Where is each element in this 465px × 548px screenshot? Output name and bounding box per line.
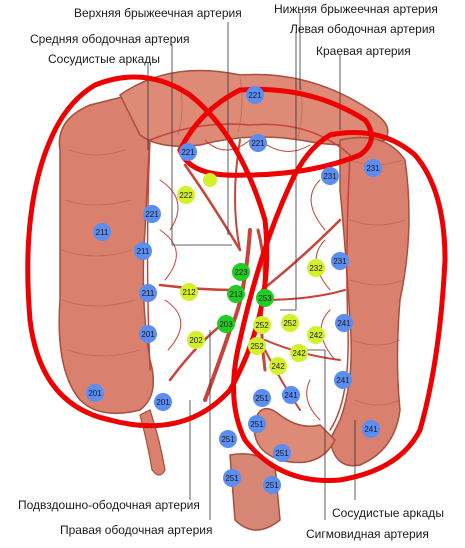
label-vascular-arcades-top: Сосудистые аркады (48, 52, 160, 66)
label-marginal-artery: Краевая артерия (316, 44, 411, 58)
node-label: 202 (189, 336, 203, 345)
node-231: 231 (331, 252, 349, 270)
node-label: 221 (248, 91, 262, 100)
node-label: 211 (137, 247, 150, 256)
node-label: 221 (251, 139, 265, 148)
node-label: 241 (337, 319, 351, 328)
node-label: 252 (255, 321, 269, 330)
node-242: 242 (307, 326, 325, 344)
node-222-partial (203, 173, 217, 187)
node-label: 221 (181, 148, 195, 157)
label-vascular-arcades-bottom: Сосудистые аркады (332, 506, 444, 520)
node-label: 251 (250, 420, 264, 429)
sigmoid-colon (253, 407, 336, 464)
node-label: 241 (284, 391, 298, 400)
node-253: 253 (256, 289, 274, 307)
node-221: 221 (179, 143, 197, 161)
node-label: 252 (250, 342, 264, 351)
ring-left (231, 130, 448, 483)
node-label: 223 (234, 268, 248, 277)
node-label: 242 (271, 362, 285, 371)
node-label: 211 (96, 228, 109, 237)
node-232: 232 (307, 259, 325, 277)
node-label: 201 (88, 389, 102, 398)
label-sigmoid-artery: Сигмовидная артерия (306, 527, 429, 541)
nodes: 221 221 221 221 231 231 231 211 211 211 … (86, 86, 382, 494)
label-ileocolic-artery: Подвздошно-ободочная артерия (18, 498, 200, 512)
node-label: 201 (141, 330, 155, 339)
appendix (139, 409, 166, 476)
node-label: 251 (265, 481, 279, 490)
node-241: 241 (335, 314, 353, 332)
node-252: 252 (248, 337, 266, 355)
node-221: 221 (143, 205, 161, 223)
node-211: 211 (134, 242, 152, 260)
node-211: 211 (139, 284, 157, 302)
node-label: 203 (219, 320, 233, 329)
node-label: 212 (182, 288, 196, 297)
node-242: 242 (269, 357, 287, 375)
node-251: 251 (248, 415, 266, 433)
node-251: 251 (223, 469, 241, 487)
descending-colon (329, 136, 410, 467)
node-label: 241 (364, 425, 378, 434)
label-right-colic-artery: Правая ободочная артерия (60, 523, 213, 537)
node-201: 201 (154, 393, 172, 411)
node-label: 213 (229, 290, 243, 299)
node-251: 251 (219, 430, 237, 448)
node-201: 201 (139, 325, 157, 343)
node-label: 231 (323, 172, 337, 181)
rectum (229, 453, 281, 531)
node-label: 251 (255, 394, 269, 403)
label-superior-mesenteric-artery: Верхняя брыжеечная артерия (74, 6, 242, 20)
node-label: 253 (258, 294, 272, 303)
node-label: 242 (309, 331, 323, 340)
node-242: 242 (290, 344, 308, 362)
node-241: 241 (334, 371, 352, 389)
node-label: 251 (275, 449, 289, 458)
node-251: 251 (273, 444, 291, 462)
node-251: 251 (263, 476, 281, 494)
label-inferior-mesenteric-artery: Нижняя брыжеечная артерия (274, 2, 438, 16)
node-221: 221 (246, 86, 264, 104)
label-middle-colic-artery: Средняя ободочная артерия (30, 32, 190, 46)
node-label: 232 (309, 264, 323, 273)
node-label: 242 (292, 349, 306, 358)
node-213: 213 (227, 285, 245, 303)
node-label: 231 (333, 257, 347, 266)
node-label: 201 (156, 398, 170, 407)
node-label: 221 (145, 210, 159, 219)
node-251: 251 (253, 389, 271, 407)
node-241: 241 (362, 420, 380, 438)
node-label: 211 (142, 289, 155, 298)
highlight-rings (25, 74, 448, 483)
node-label: 251 (225, 474, 239, 483)
node-label: 241 (336, 376, 350, 385)
node-223: 223 (232, 263, 250, 281)
colon (58, 69, 410, 531)
node-221: 221 (249, 134, 267, 152)
node-212: 212 (180, 283, 198, 301)
node-label: 251 (221, 435, 235, 444)
node-231: 231 (364, 159, 382, 177)
sma-trunk (203, 228, 252, 402)
node-label: 252 (283, 319, 297, 328)
node-203: 203 (217, 315, 235, 333)
node-202: 202 (187, 331, 205, 349)
node-252: 252 (253, 316, 271, 334)
node-201: 201 (86, 384, 104, 402)
node-241: 241 (282, 386, 300, 404)
node-252: 252 (281, 314, 299, 332)
node-231: 231 (321, 167, 339, 185)
node-label: 231 (366, 164, 380, 173)
node-222: 222 (177, 186, 195, 204)
node-label: 222 (179, 191, 193, 200)
label-left-colic-artery: Левая ободочная артерия (290, 22, 436, 36)
node-211: 211 (93, 223, 111, 241)
